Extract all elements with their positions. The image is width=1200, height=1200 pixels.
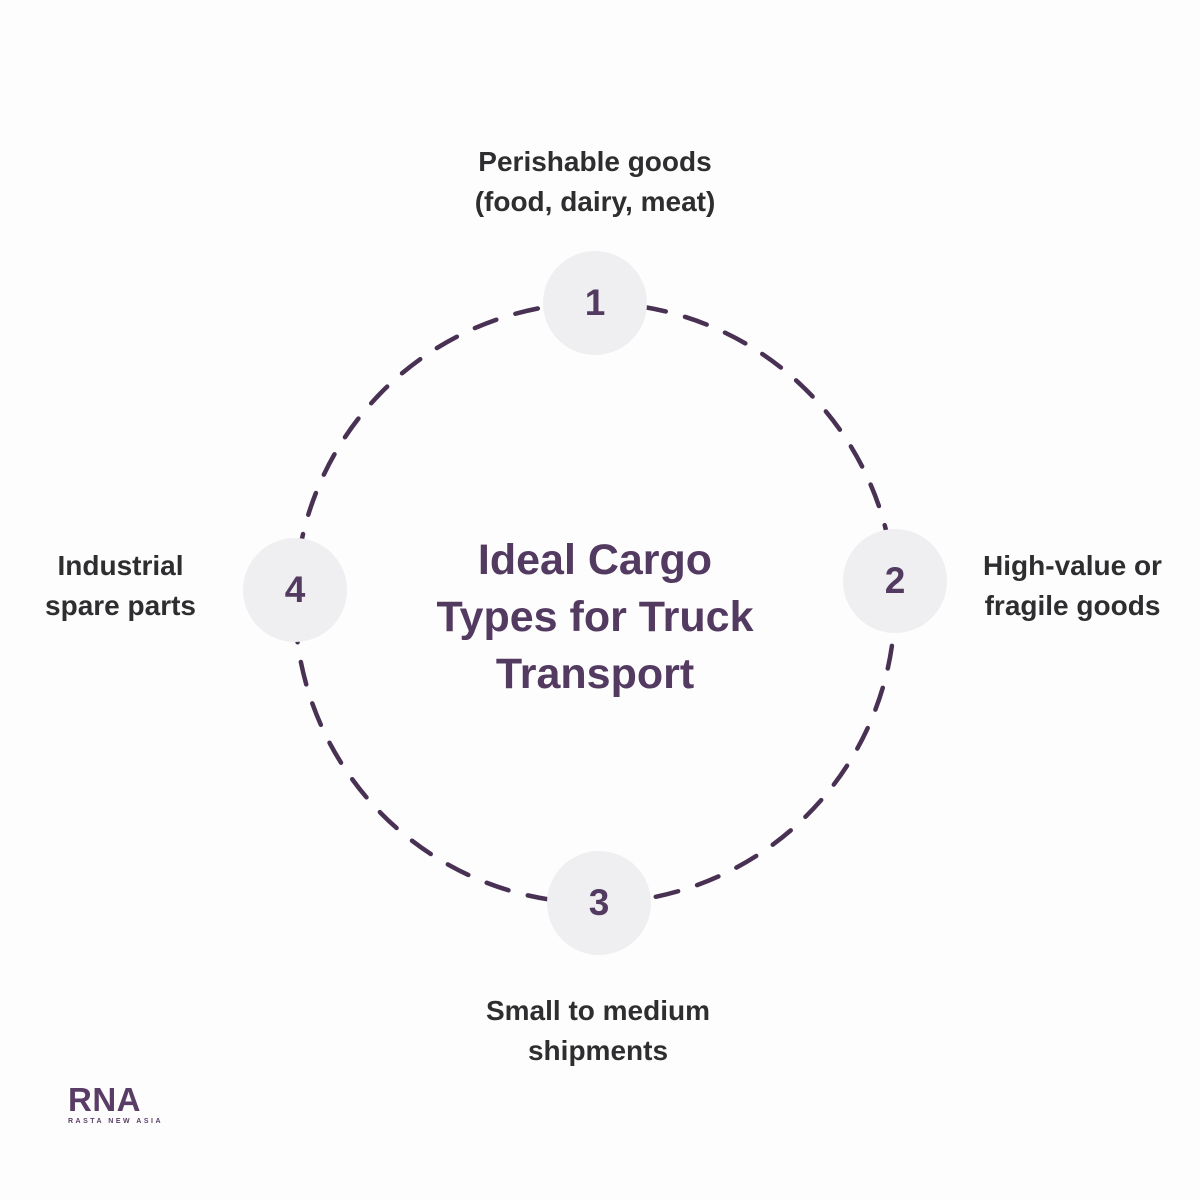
node-1-number: 1 (584, 282, 606, 323)
node-3-label: Small to medium shipments (398, 991, 798, 1071)
node-3-number: 3 (588, 882, 610, 923)
node-1-label: Perishable goods (food, dairy, meat) (395, 142, 795, 222)
page-title-line-2: Types for Truck (436, 593, 754, 641)
node-2-label-line-2: fragile goods (984, 590, 1161, 621)
page-title-line-1: Ideal Cargo (477, 536, 713, 584)
node-3-circle: 3 (547, 851, 651, 955)
node-3-label-line-2: shipments (527, 1035, 669, 1066)
node-1-label-line-2: (food, dairy, meat) (474, 186, 716, 217)
node-2-number: 2 (884, 560, 906, 601)
node-2-label-line-1: High-value or (983, 550, 1162, 581)
node-2-label: High-value or fragile goods (950, 546, 1195, 626)
node-4-circle: 4 (243, 538, 347, 642)
brand-logo-text: RNA (68, 1081, 141, 1118)
node-2-circle: 2 (843, 529, 947, 633)
node-1-circle: 1 (543, 251, 647, 355)
node-4-number: 4 (284, 569, 306, 610)
page-title-line-3: Transport (495, 650, 695, 698)
node-1-label-line-1: Perishable goods (478, 146, 712, 177)
brand-logo: RNA RASTA NEW ASIA (68, 1081, 178, 1126)
node-4-label-line-1: Industrial (57, 550, 184, 581)
node-3-label-line-1: Small to medium (485, 995, 711, 1026)
node-4-label: Industrial spare parts (18, 546, 223, 626)
node-4-label-line-2: spare parts (45, 590, 196, 621)
page-title: Ideal Cargo Types for Truck Transport (345, 532, 845, 703)
brand-logo-tagline: RASTA NEW ASIA (68, 1118, 164, 1125)
